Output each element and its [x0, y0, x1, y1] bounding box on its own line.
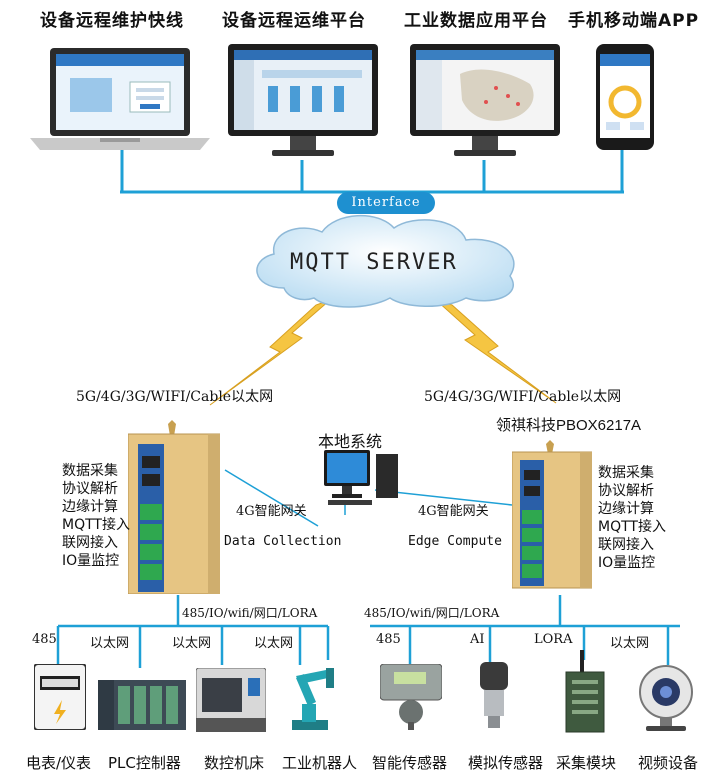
top-app-label-data-platform: 工业数据应用平台 [404, 11, 548, 31]
port-label: 以太网 [254, 636, 294, 651]
device-label: 工业机器人 [282, 754, 358, 772]
right-feature-item: IO量监控 [598, 555, 656, 571]
cnc-icon [196, 668, 266, 732]
port-label: LORA [534, 632, 573, 647]
right-gateway-device [512, 440, 592, 589]
monitor-ops-icon [228, 44, 378, 156]
interface-label: Interface [337, 192, 435, 214]
right-feature-item: 边缘计算 [598, 501, 654, 517]
port-label: 485 [376, 632, 401, 647]
right-gateway-tag: 4G智能网关 [418, 504, 489, 519]
local-system-label: 本地系统 [318, 432, 383, 451]
port-label: 以太网 [610, 636, 650, 651]
robot-arm-icon [292, 668, 334, 730]
left-feature-item: 联网接入 [62, 535, 118, 551]
mqtt-server-label: MQTT SERVER [290, 250, 458, 275]
right-feature-item: 数据采集 [598, 465, 654, 481]
left-gateway-tag: 4G智能网关 [236, 504, 307, 519]
top-app-label-maintenance: 设备远程维护快线 [40, 11, 184, 31]
left-feature-list: 数据采集 协议解析 边缘计算 MQTT接入 联网接入 IO量监控 [62, 462, 130, 570]
collector-icon [565, 650, 605, 733]
right-link-label: 5G/4G/3G/WIFI/Cable以太网 [424, 389, 622, 405]
monitor-data-icon [410, 44, 560, 156]
device-label: 数控机床 [204, 754, 265, 772]
top-app-label-mobile-app: 手机移动端APP [568, 11, 700, 31]
port-label: 485 [32, 632, 57, 647]
desktop-pc-icon [324, 450, 398, 505]
mqtt-server-cloud [256, 215, 515, 308]
product-name-label: 领祺科技PBOX6217A [496, 417, 642, 434]
left-bus-label: 485/IO/wifi/网口/LORA [182, 606, 318, 620]
right-feature-list: 数据采集 协议解析 边缘计算 MQTT接入 联网接入 IO量监控 [598, 464, 666, 572]
left-link-label: 5G/4G/3G/WIFI/Cable以太网 [76, 389, 274, 405]
left-feature-item: 协议解析 [62, 481, 118, 497]
port-label: AI [470, 632, 485, 647]
device-label: 视频设备 [638, 754, 699, 772]
left-gateway-function: Data Collection [224, 534, 342, 549]
right-feature-item: 联网接入 [598, 537, 654, 553]
left-feature-item: MQTT接入 [62, 517, 130, 533]
right-feature-item: MQTT接入 [598, 519, 666, 535]
top-app-label-ops-platform: 设备远程运维平台 [222, 11, 366, 31]
right-bus-label: 485/IO/wifi/网口/LORA [364, 606, 500, 620]
left-feature-item: 边缘计算 [62, 499, 118, 515]
device-label: 电表/仪表 [26, 754, 92, 772]
meter-icon [34, 664, 86, 730]
left-gateway-device [128, 420, 220, 594]
pressure-sensor-icon [480, 662, 508, 728]
right-gateway-function: Edge Compute [408, 534, 502, 549]
laptop-icon [30, 48, 210, 150]
plc-icon [98, 680, 186, 730]
smart-sensor-icon [380, 664, 442, 730]
left-feature-item: 数据采集 [62, 463, 118, 479]
device-label: PLC控制器 [108, 754, 181, 772]
smartphone-icon [596, 44, 654, 150]
left-wireless-bolt [209, 299, 331, 406]
device-label: 智能传感器 [372, 754, 448, 772]
device-label: 采集模块 [556, 754, 617, 772]
right-feature-item: 协议解析 [598, 483, 654, 499]
right-wireless-bolt [435, 299, 557, 404]
left-feature-item: IO量监控 [62, 553, 120, 569]
device-label: 模拟传感器 [468, 754, 544, 772]
webcam-icon [639, 665, 693, 731]
port-label: 以太网 [90, 636, 130, 651]
port-label: 以太网 [172, 636, 212, 651]
